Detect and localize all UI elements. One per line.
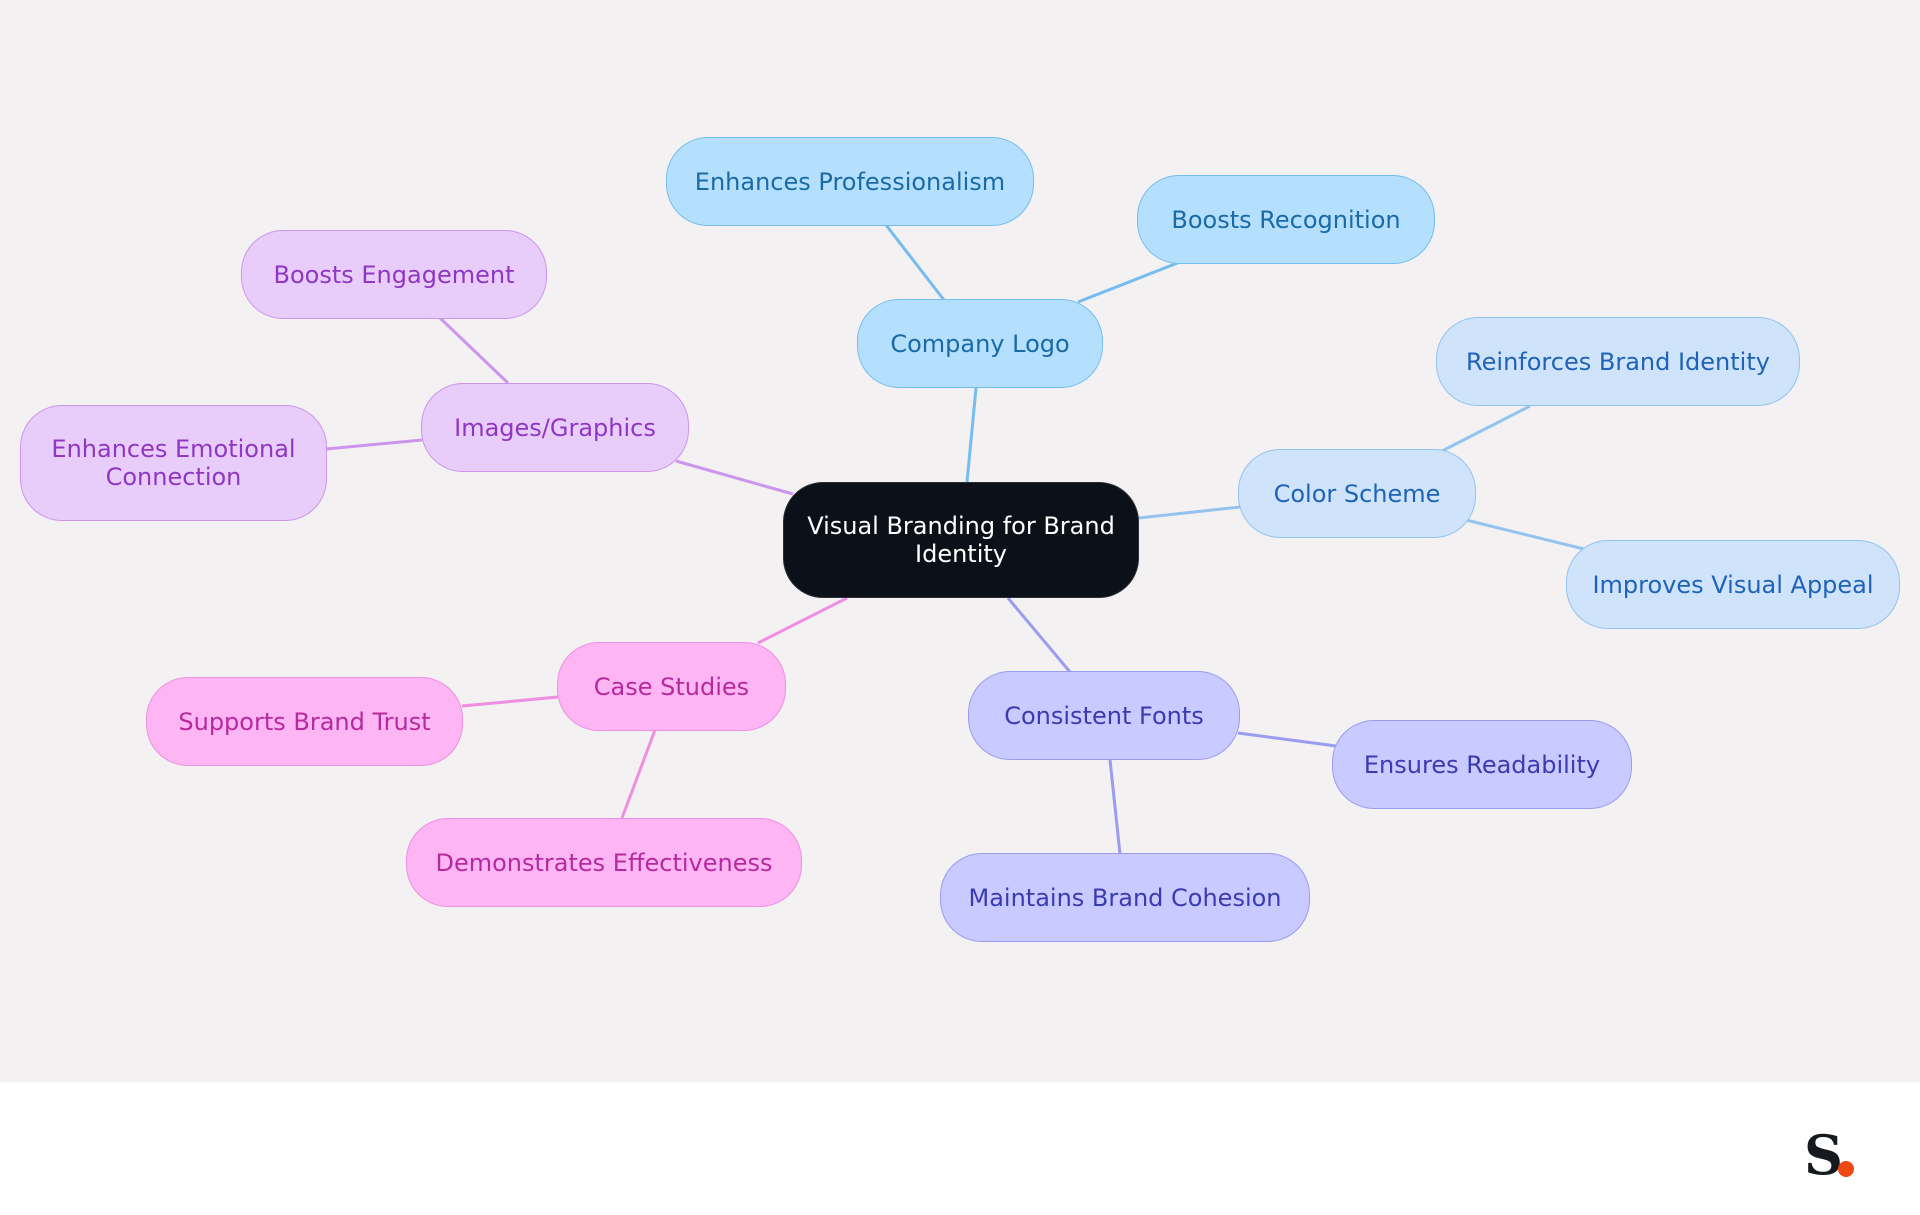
brand-logo-dot [1838,1161,1854,1177]
edge-images-engagement [438,316,510,385]
case-studies-label: Case Studies [593,672,750,701]
color-scheme-label: Color Scheme [1273,479,1441,508]
edge-company-logo-professionalism [884,224,946,301]
edge-root-color-scheme [1137,505,1241,520]
edge-color-scheme-appeal [1465,518,1589,552]
company-logo-node[interactable]: Company Logo [857,299,1103,388]
edge-root-case-studies [757,596,848,645]
color-scheme-node[interactable]: Color Scheme [1238,449,1476,538]
ensures-readability-node[interactable]: Ensures Readability [1332,720,1632,809]
boosts-recognition-label: Boosts Recognition [1171,205,1401,234]
edge-fonts-readability [1237,731,1337,748]
reinforces-brand-identity-node[interactable]: Reinforces Brand Identity [1436,317,1800,406]
maintains-brand-cohesion-label: Maintains Brand Cohesion [968,883,1282,912]
color-scheme-edges [1137,404,1589,552]
company-logo-edges [884,224,1181,483]
boosts-engagement-node[interactable]: Boosts Engagement [241,230,547,319]
brand-logo: S [1804,1128,1843,1182]
enhances-professionalism-label: Enhances Professionalism [694,167,1006,196]
company-logo-label: Company Logo [890,329,1070,358]
edge-root-company-logo [965,387,978,483]
edge-images-emotional [325,438,423,451]
central-topic-label: Visual Branding for Brand Identity [807,512,1115,568]
supports-brand-trust-node[interactable]: Supports Brand Trust [146,677,463,766]
demonstrates-effectiveness-label: Demonstrates Effectiveness [435,848,773,877]
edge-cases-trust [461,695,559,708]
images-graphics-edges [325,316,794,496]
brand-logo-letter: S [1804,1123,1843,1187]
consistent-fonts-node[interactable]: Consistent Fonts [968,671,1240,760]
ensures-readability-label: Ensures Readability [1363,750,1601,779]
case-studies-node[interactable]: Case Studies [557,642,786,731]
maintains-brand-cohesion-node[interactable]: Maintains Brand Cohesion [940,853,1310,942]
enhances-emotional-connection-node[interactable]: Enhances Emotional Connection [20,405,327,521]
case-studies-edges [461,596,848,819]
reinforces-brand-identity-label: Reinforces Brand Identity [1466,347,1770,376]
improves-visual-appeal-label: Improves Visual Appeal [1592,570,1874,599]
mindmap-connectors [325,224,1589,855]
boosts-recognition-node[interactable]: Boosts Recognition [1137,175,1435,264]
edge-cases-effectiveness [620,729,657,819]
demonstrates-effectiveness-node[interactable]: Demonstrates Effectiveness [406,818,802,907]
edge-company-logo-recognition [1077,260,1181,304]
images-graphics-label: Images/Graphics [454,413,656,442]
boosts-engagement-label: Boosts Engagement [273,260,515,289]
mindmap-canvas: Visual Branding for Brand Identity Compa… [0,0,1920,1082]
enhances-emotional-connection-label: Enhances Emotional Connection [51,435,296,491]
improves-visual-appeal-node[interactable]: Improves Visual Appeal [1566,540,1900,629]
edge-root-consistent-fonts [1006,597,1072,673]
enhances-professionalism-node[interactable]: Enhances Professionalism [666,137,1034,226]
consistent-fonts-edges [1006,597,1337,855]
images-graphics-node[interactable]: Images/Graphics [421,383,689,472]
supports-brand-trust-label: Supports Brand Trust [178,707,431,736]
edge-color-scheme-identity [1439,404,1531,454]
edge-root-images [675,459,794,496]
edge-fonts-cohesion [1108,759,1122,855]
central-topic-node[interactable]: Visual Branding for Brand Identity [783,482,1139,598]
consistent-fonts-label: Consistent Fonts [1004,701,1204,730]
